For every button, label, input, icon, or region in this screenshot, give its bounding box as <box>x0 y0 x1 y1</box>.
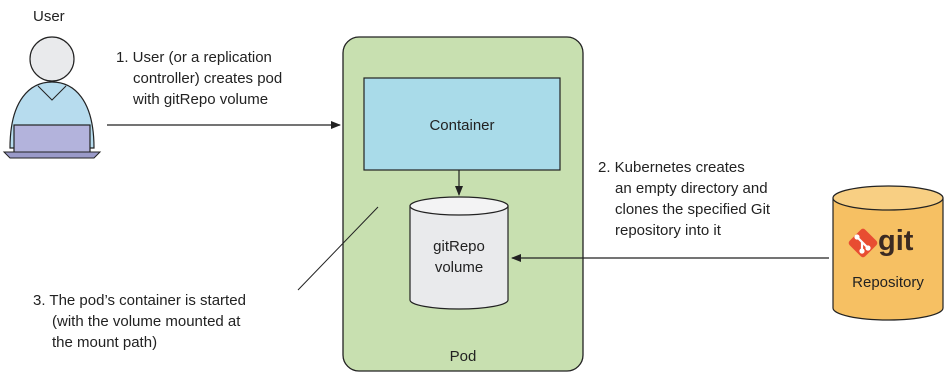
user-label: User <box>33 8 65 25</box>
step3-line: the mount path) <box>52 334 158 351</box>
container-box <box>363 77 561 171</box>
step3-leader-line <box>297 206 379 291</box>
step3-line: (with the volume mounted at <box>52 313 241 330</box>
step2-line: an empty directory and <box>615 180 768 197</box>
pod-label: Pod <box>449 348 477 365</box>
gitrepo-volume <box>409 196 509 310</box>
git-logo-text: git <box>878 225 914 257</box>
step1-line: with gitRepo volume <box>133 91 269 108</box>
step3-line: 3. The pod’s container is started <box>33 292 246 309</box>
user-icon <box>2 36 102 159</box>
step2-caption: 2. Kubernetes creates an empty directory… <box>598 157 770 241</box>
volume-label-line: gitRepo <box>433 238 485 255</box>
container-label: Container <box>429 117 495 134</box>
step3-caption: 3. The pod’s container is started (with … <box>33 290 246 353</box>
step2-line: repository into it <box>615 222 721 239</box>
step1-line: controller) creates pod <box>133 70 283 87</box>
step2-line: 2. Kubernetes creates <box>598 159 745 176</box>
user-head <box>29 36 75 82</box>
repository-cylinder <box>832 185 944 321</box>
step1-caption: 1. User (or a replication controller) cr… <box>116 47 282 110</box>
step2-line: clones the specified Git <box>615 201 771 218</box>
repository-label: Repository <box>852 274 924 291</box>
git-logo-icon <box>848 228 878 258</box>
volume-label-line: volume <box>434 259 484 276</box>
step1-line: 1. User (or a replication <box>116 49 272 66</box>
volume-label: gitRepo volume <box>410 236 508 278</box>
